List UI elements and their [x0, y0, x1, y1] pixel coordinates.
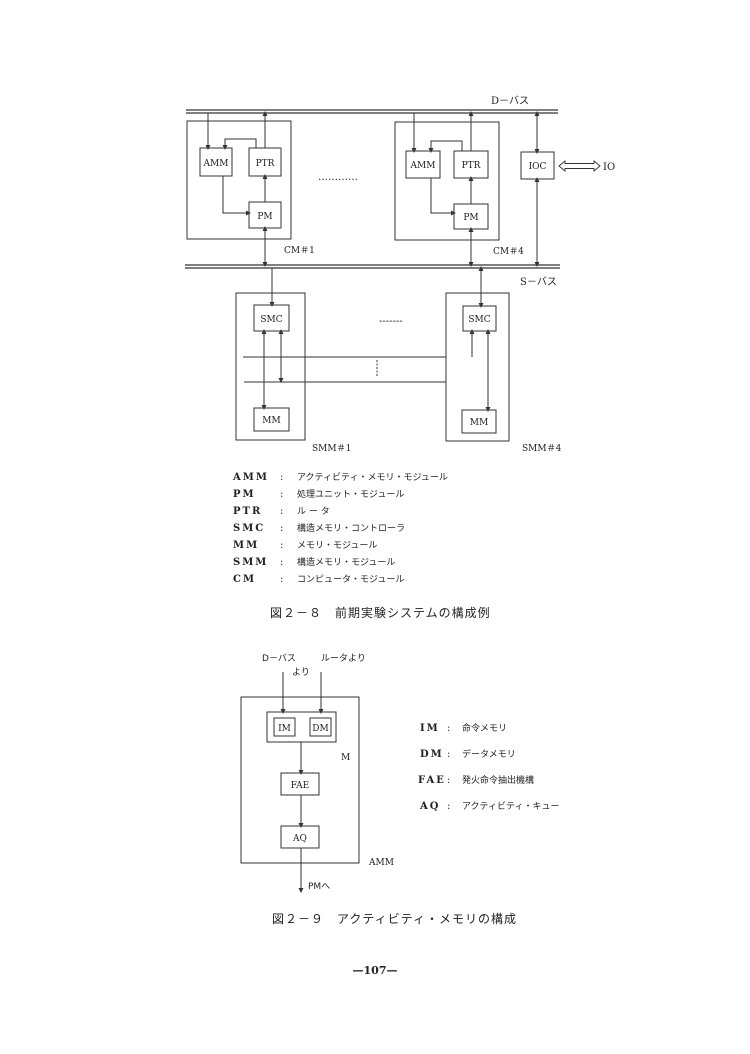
legend-key: SMM — [233, 557, 268, 568]
legend-key: IM — [420, 723, 440, 734]
structure-memory-module-1: SMC MM SMM＃1 — [235, 268, 351, 454]
input-d-bus-label: D－バス — [262, 653, 296, 664]
smc-box — [462, 305, 497, 332]
amm-box — [199, 147, 233, 177]
legend-sep: : — [447, 775, 450, 786]
legend-sep: : — [280, 574, 283, 585]
legend-key: CM — [233, 574, 256, 585]
im-label: IM — [278, 724, 291, 734]
legend-row: FAE : 発火命令抽出機構 — [418, 774, 534, 786]
mm-box — [461, 409, 497, 434]
legend-desc: コンピュータ・モジュール — [297, 574, 404, 585]
legend-row: PTR : ル ー タ — [233, 506, 330, 517]
mm-box — [253, 407, 290, 432]
d-bus: D－バス — [186, 95, 558, 114]
legend-key: PTR — [233, 506, 262, 517]
legend-row: AQ : アクティビティ・キュー — [419, 801, 559, 812]
figure-2-8-caption: 図２－８ 前期実験システムの構成例 — [270, 605, 491, 620]
figure-2-9-caption: 図２－９ アクティビティ・メモリの構成 — [272, 912, 517, 926]
aq-label: AQ — [292, 834, 307, 844]
mm-label: MM — [262, 416, 280, 426]
io-double-arrow — [558, 160, 601, 172]
legend-desc: 構造メモリ・コントローラ — [297, 522, 405, 534]
legend-key: PM — [233, 489, 256, 500]
legend-desc: データメモリ — [462, 748, 516, 760]
legend-desc: アクティビティ・メモリ・モジュール — [297, 472, 448, 483]
pm-label: PM — [463, 213, 478, 223]
smm-label: SMM＃1 — [312, 443, 351, 454]
legend-row: PM : 処理ユニット・モジュール — [233, 488, 404, 500]
legend-row: DM : データメモリ — [420, 748, 516, 760]
smc-label: SMC — [468, 315, 490, 325]
io-label: IO — [603, 162, 615, 173]
legend-desc: 構造メモリ・モジュール — [297, 556, 395, 568]
ioc-label: IOC — [529, 162, 547, 172]
legend-sep: : — [447, 749, 450, 760]
amm-label: AMM — [410, 161, 436, 171]
io-controller: IOC IO — [520, 111, 615, 267]
s-bus-label: S－バス — [520, 276, 557, 288]
legend-row: AMM : アクティビティ・メモリ・モジュール — [232, 472, 448, 483]
legend-key: AQ — [419, 801, 440, 812]
legend-sep: : — [280, 523, 283, 534]
amm-box — [405, 150, 441, 179]
input-router-label: ルータより — [321, 653, 366, 664]
amm-label: AMM — [203, 159, 229, 169]
figure-2-9-legend: IM : 命令メモリ DM : データメモリ FAE : 発火命令抽出機構 AQ… — [418, 722, 559, 812]
d-bus-label: D－バス — [491, 95, 529, 107]
smc-label: SMC — [260, 315, 282, 325]
cm-ellipsis: ………… — [318, 172, 358, 183]
legend-desc: 命令メモリ — [462, 722, 507, 734]
legend-desc: ル ー タ — [297, 506, 330, 517]
legend-sep: : — [447, 801, 450, 812]
legend-row: IM : 命令メモリ — [420, 722, 507, 734]
legend-desc: メモリ・モジュール — [297, 541, 377, 551]
fae-label: FAE — [291, 781, 310, 791]
legend-sep: : — [280, 506, 283, 517]
legend-key: SMC — [233, 523, 265, 534]
pm-label: PM — [257, 212, 272, 222]
pm-box — [453, 203, 489, 230]
legend-desc: アクティビティ・キュー — [462, 801, 559, 812]
legend-key: AMM — [232, 472, 269, 483]
legend-desc: 処理ユニット・モジュール — [297, 488, 404, 500]
smm-label: SMM＃4 — [522, 443, 562, 454]
computer-module-1: AMM PTR PM CM＃1 — [186, 111, 315, 267]
dm-box — [309, 717, 332, 737]
legend-key: DM — [420, 749, 444, 760]
output-label: PMへ — [308, 882, 330, 892]
s-bus: S－バス — [185, 264, 560, 288]
ptr-label: PTR — [462, 161, 481, 171]
legend-sep: : — [280, 489, 283, 500]
ptr-label: PTR — [256, 159, 275, 169]
legend-key: FAE — [418, 775, 446, 786]
cm-label: CM＃1 — [284, 245, 315, 256]
page-number: —107— — [353, 964, 398, 977]
amm-frame-label: AMM — [368, 858, 394, 868]
legend-row: MM : メモリ・モジュール — [233, 540, 377, 551]
dm-label: DM — [312, 724, 328, 734]
legend-sep: : — [280, 540, 283, 551]
legend-row: SMC : 構造メモリ・コントローラ — [233, 522, 405, 534]
m-label: M — [341, 753, 350, 763]
im-box — [273, 717, 296, 737]
legend-sep: : — [280, 557, 283, 568]
mm-label: MM — [470, 418, 488, 428]
figure-2-8-legend: AMM : アクティビティ・メモリ・モジュール PM : 処理ユニット・モジュー… — [232, 472, 448, 585]
legend-row: CM : コンピュータ・モジュール — [233, 574, 404, 585]
legend-row: SMM : 構造メモリ・モジュール — [233, 556, 395, 568]
structure-memory-module-4: SMC MM SMM＃4 — [445, 266, 562, 454]
figure-2-8: D－バス S－バス AMM PTR PM — [185, 95, 615, 620]
smm-ellipsis: ------- — [379, 316, 403, 327]
computer-module-4: AMM PTR PM CM＃4 — [394, 111, 524, 267]
cm-label: CM＃4 — [493, 246, 524, 257]
input-d-bus-label-2: より — [292, 667, 310, 678]
figure-2-9: D－バス より ルータより IM DM M FAE AQ AMM PMへ IM … — [240, 653, 559, 926]
legend-sep: : — [447, 723, 450, 734]
legend-desc: 発火命令抽出機構 — [462, 774, 534, 786]
legend-sep: : — [280, 472, 283, 483]
legend-key: MM — [233, 540, 259, 551]
